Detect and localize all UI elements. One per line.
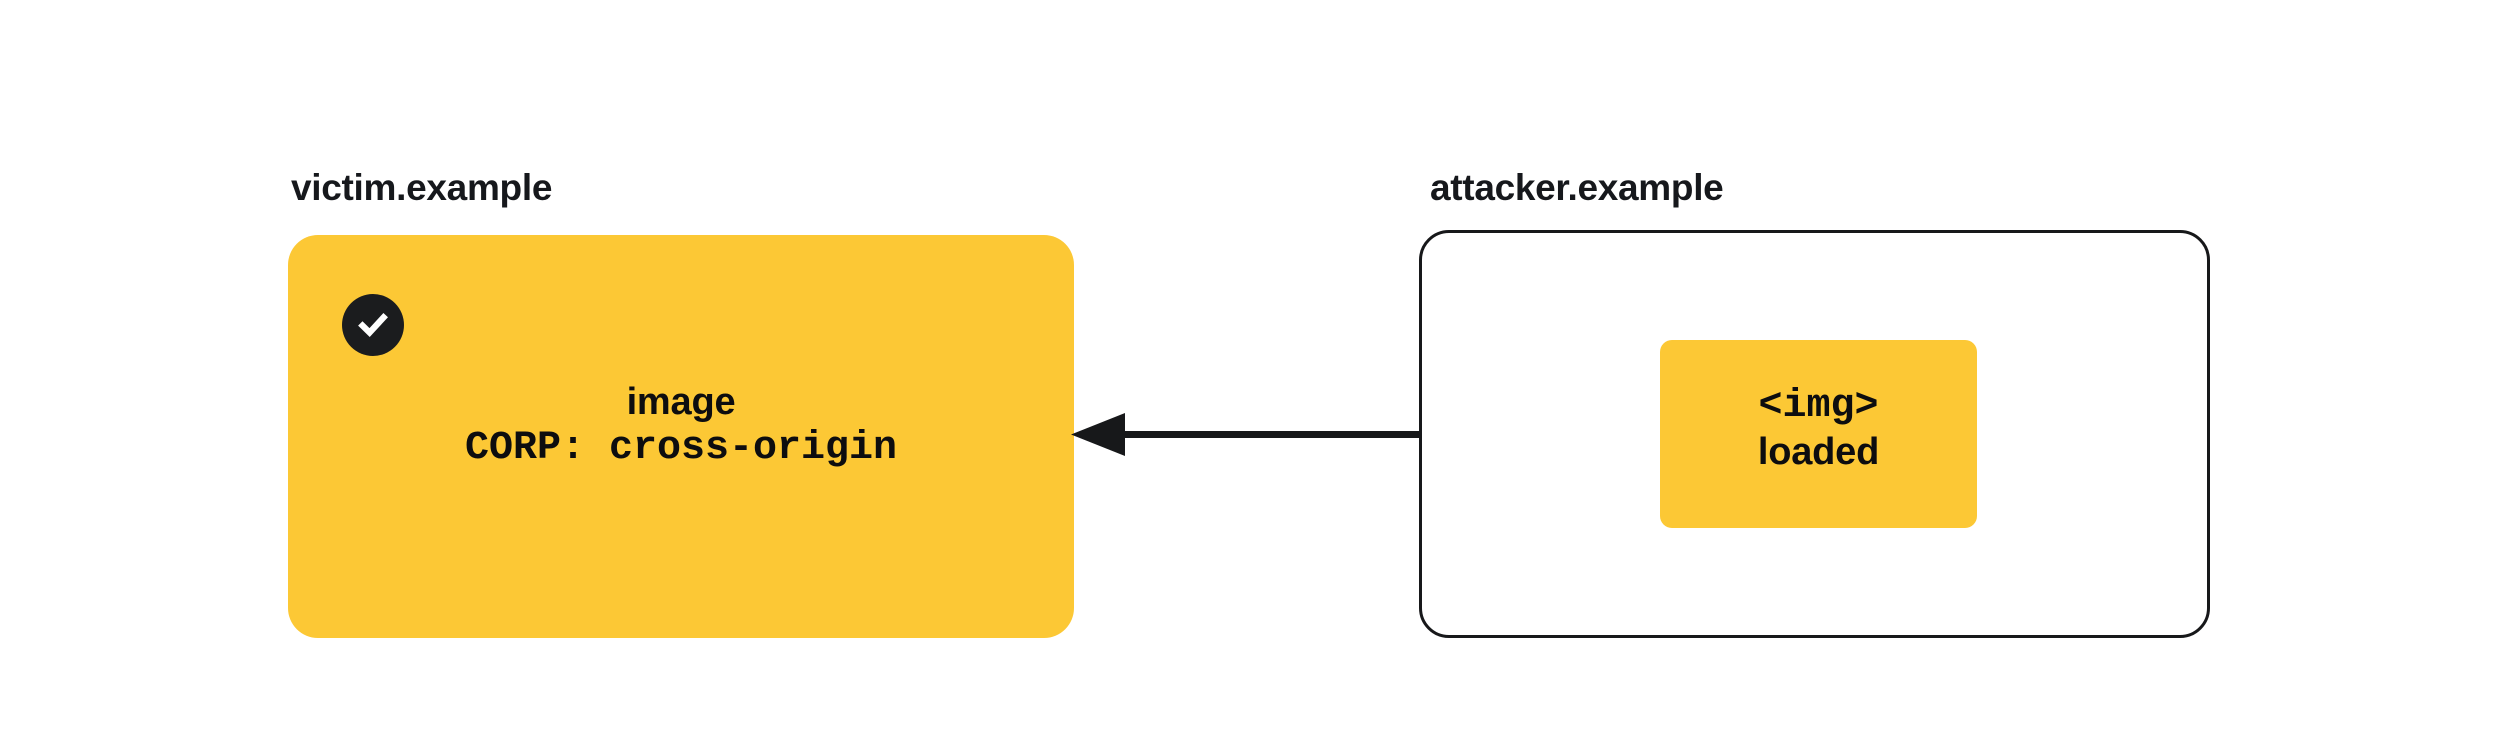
attacker-origin-label: attacker.example bbox=[1430, 167, 1724, 208]
victim-resource-name: image bbox=[626, 381, 736, 423]
victim-resource-text: image CORP: cross-origin bbox=[288, 380, 1074, 472]
victim-origin-label: victim.example bbox=[291, 167, 553, 208]
attacker-img-element-box bbox=[1660, 340, 1977, 528]
victim-resource-card bbox=[288, 235, 1074, 638]
attacker-element-state: loaded bbox=[1757, 431, 1880, 474]
check-circle-icon bbox=[342, 294, 404, 356]
attacker-img-element-text: <img> loaded bbox=[1660, 383, 1977, 475]
attacker-element-tag: <img> bbox=[1758, 384, 1879, 429]
victim-corp-header: CORP: cross-origin bbox=[464, 425, 898, 471]
